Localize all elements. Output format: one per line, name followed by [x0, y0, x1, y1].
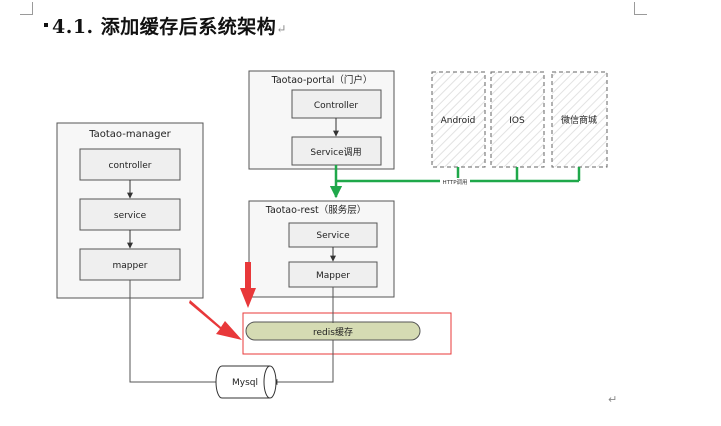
manager-layer-mapper-box [79, 248, 181, 281]
rest-group: Taotao-rest（服务层） Service Mapper [248, 200, 395, 298]
client-android-box [431, 71, 486, 168]
redis-cache-label: redis缓存 [313, 326, 353, 338]
paragraph-mark: ↵ [608, 393, 618, 406]
red-arrow-diagonal-icon [189, 300, 242, 340]
crop-mark-top-right [634, 2, 647, 15]
portal-title: Taotao-portal（门户） [271, 74, 373, 86]
client-ios-box [490, 71, 545, 168]
client-ios: IOS [509, 116, 525, 126]
red-arrows [189, 262, 256, 340]
red-arrow-down-icon [240, 262, 256, 308]
portal-layer-controller-box [291, 89, 382, 119]
cache-highlight: redis缓存 [242, 312, 452, 355]
section-heading: 4.1. 添加缓存后系统架构↵ [44, 12, 287, 39]
mysql-database-icon: Mysql [215, 365, 277, 399]
heading-number: 4.1. [52, 16, 94, 38]
portal-layer-controller: Controller [314, 101, 359, 111]
manager-layer-service-box [79, 198, 181, 231]
manager-group: Taotao-manager controller service mapper [56, 122, 204, 299]
heading-paragraph-mark: ↵ [276, 22, 287, 36]
client-android: Android [441, 116, 476, 126]
rest-title: Taotao-rest（服务层） [265, 204, 367, 216]
clients-group: Android IOS 微信商城 [431, 71, 608, 168]
http-call-label: HTTP调用 [442, 178, 467, 186]
cache-highlight-frame [242, 312, 452, 355]
heading-bullet [44, 23, 48, 27]
manager-layer-service: service [114, 211, 147, 221]
portal-group: Taotao-portal（门户） Controller Service调用 [248, 70, 395, 170]
portal-layer-service: Service调用 [310, 147, 361, 158]
manager-layer-controller: controller [109, 161, 152, 171]
mysql-label: Mysql [232, 378, 258, 388]
manager-layer-mapper: mapper [113, 261, 148, 271]
crop-mark-top-left [20, 2, 33, 15]
db-connections [129, 280, 334, 385]
rest-layer-service-box [288, 222, 378, 248]
manager-title: Taotao-manager [88, 129, 171, 140]
client-wechat: 微信商城 [561, 114, 597, 126]
rest-layer-mapper-box [288, 261, 378, 288]
rest-layer-service: Service [316, 231, 350, 241]
rest-layer-mapper: Mapper [316, 271, 350, 281]
heading-title: 添加缓存后系统架构 [100, 16, 277, 38]
http-call-lines: HTTP调用 [329, 165, 581, 199]
portal-layer-service-box [291, 136, 382, 166]
